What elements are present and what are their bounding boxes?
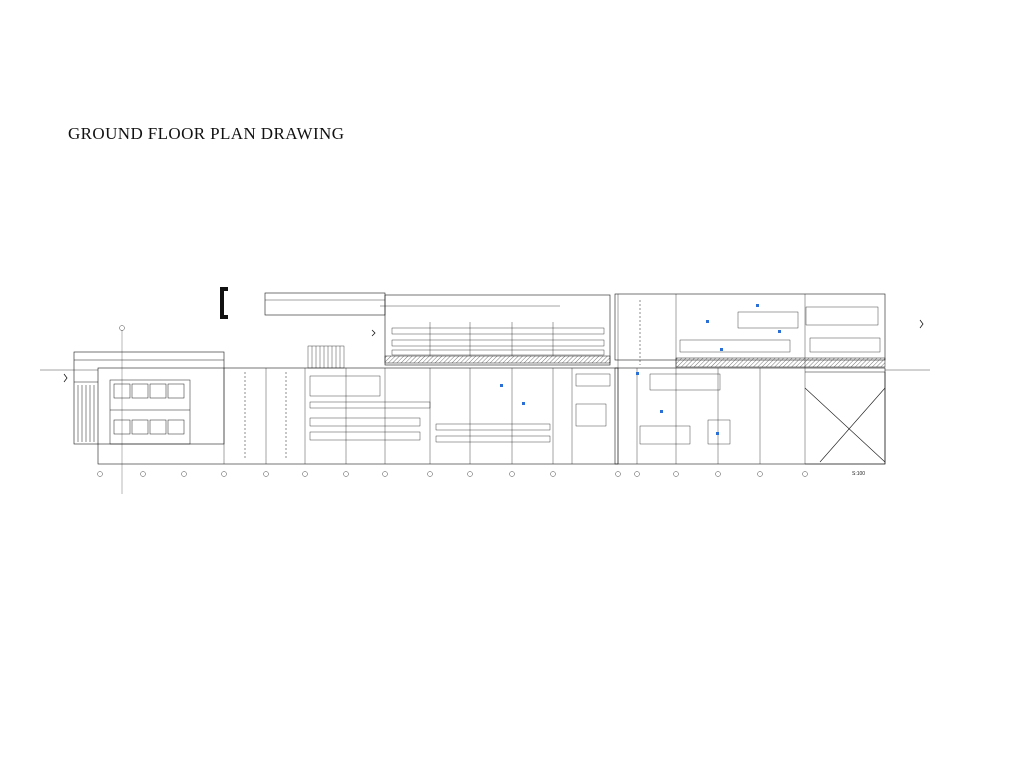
column-bubbles (97, 325, 808, 477)
meeting-tables (575, 306, 881, 445)
scale-note: S:100 (852, 471, 866, 477)
entry-arrow-icon (63, 319, 924, 383)
hatched-strip (675, 357, 886, 368)
entrance-stairs (74, 381, 98, 442)
upper-desks (265, 299, 605, 356)
wall-block (220, 287, 228, 319)
building-outline (73, 292, 886, 465)
desk-rows (309, 375, 551, 443)
accent-markers (500, 304, 781, 435)
drawing-title: GROUND FLOOR PLAN DRAWING (68, 124, 345, 143)
stair (307, 345, 345, 369)
grid-lines (223, 294, 806, 464)
